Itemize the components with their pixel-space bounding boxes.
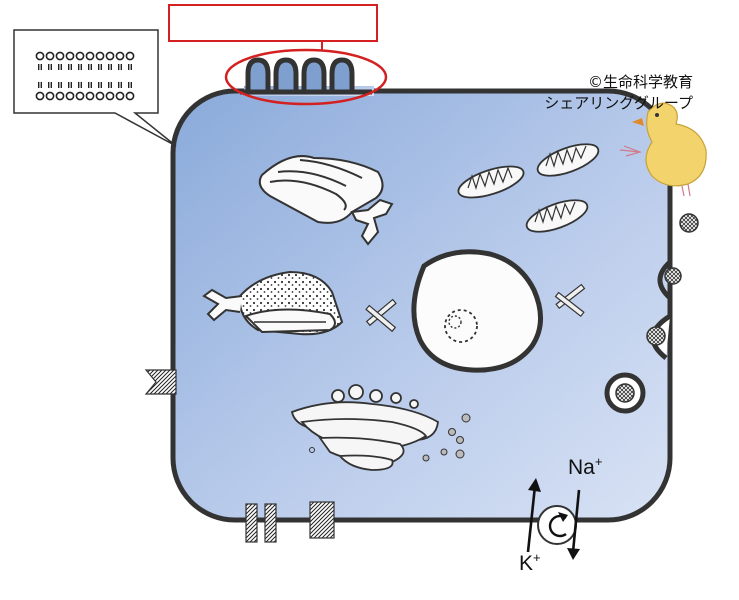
mitochondrion-icon [457,143,600,233]
centriole-icon [365,283,586,333]
lipid-head [115,51,125,61]
lipid-head [55,51,65,61]
nucleus-icon [411,249,543,373]
lipid-head [75,51,85,61]
rough-er-icon [258,155,394,246]
lipid-head [125,91,135,101]
junction-channels [245,501,335,543]
label-box [168,4,378,42]
sodium-symbol: Na [568,456,595,479]
bilayer-callout [13,29,177,147]
sodium-ion-label: Na+ [568,454,603,480]
membrane-receptor [144,369,177,395]
lipid-head [35,51,45,61]
phospholipid-bilayer-icon [35,51,135,101]
copyright-text: ©生命科学教育 シェアリンググループ [544,72,693,114]
potassium-ion-label: K+ [519,550,541,576]
lipid-head [85,51,95,61]
copyright-line1: ©生命科学教育 [587,73,693,91]
copyright-line2: シェアリンググループ [544,94,693,112]
highlight-ellipse [224,42,388,106]
lipid-head [105,51,115,61]
lipid-head [95,51,105,61]
lipid-head [125,51,135,61]
lipid-head [85,91,95,101]
microvilli-icon [240,57,374,96]
golgi-icon [290,384,439,471]
lipid-head [45,51,55,61]
lipid-head [65,91,75,101]
chick-icon [619,102,707,197]
lipid-head [65,51,75,61]
lipid-head [105,91,115,101]
lipid-head [95,91,105,101]
vesicle-icon [309,413,471,462]
lipid-head [45,91,55,101]
lipid-head [55,91,65,101]
sodium-charge: + [594,454,603,469]
sodium-potassium-pump-icon [526,478,581,560]
potassium-symbol: K [519,552,534,575]
potassium-charge: + [533,550,541,565]
endocytic-vesicles [604,213,699,414]
lipid-head [115,91,125,101]
smooth-er-icon [202,270,344,336]
lipid-head [35,91,45,101]
lipid-head [75,91,85,101]
